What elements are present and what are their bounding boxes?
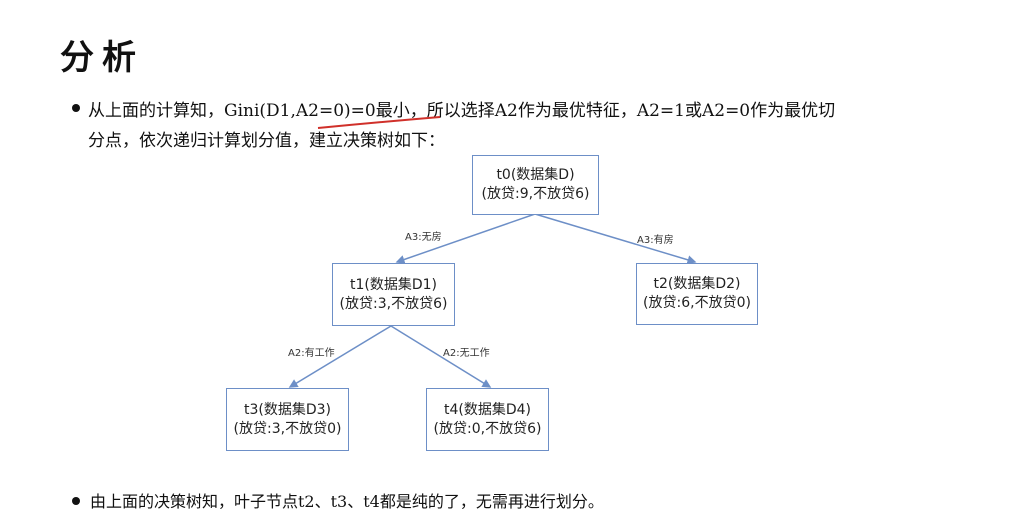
tree-node-t1: t1(数据集D1) (放贷:3,不放贷6) — [332, 263, 455, 326]
bullet-icon — [72, 104, 80, 112]
edge-label: A3:有房 — [637, 235, 674, 246]
node-name: t2(数据集D2) — [653, 276, 741, 292]
node-counts: (放贷:0,不放贷6) — [433, 420, 542, 437]
bullet-icon — [72, 497, 80, 505]
edge-label: A2:有工作 — [288, 348, 335, 359]
tree-node-t4: t4(数据集D4) (放贷:0,不放贷6) — [426, 388, 549, 451]
edge-label: A3:无房 — [405, 232, 442, 243]
tree-node-t0: t0(数据集D) (放贷:9,不放贷6) — [472, 155, 599, 215]
bullet-text-1: 从上面的计算知，Gini(D1,A2=0)=0最小，所以选择A2作为最优特征，A… — [88, 101, 836, 121]
bullet-text-1-cont: 分点，依次递归计算划分值，建立决策树如下： — [88, 131, 445, 151]
node-counts: (放贷:6,不放贷0) — [643, 295, 751, 311]
node-counts: (放贷:3,不放贷6) — [339, 295, 448, 312]
tree-node-t3: t3(数据集D3) (放贷:3,不放贷0) — [226, 388, 349, 451]
node-counts: (放贷:9,不放贷6) — [481, 186, 590, 202]
edge-t0-t2 — [534, 213, 697, 265]
bullet-text-2: 由上面的决策树知，叶子节点t2、t3、t4都是纯的了，无需再进行划分。 — [90, 492, 604, 511]
red-underline — [317, 116, 441, 129]
node-name: t0(数据集D) — [496, 167, 575, 183]
edge-t0-t1 — [395, 213, 536, 264]
edge-t1-t3 — [288, 325, 392, 388]
page-title: 分析 — [60, 38, 144, 78]
node-name: t4(数据集D4) — [443, 401, 531, 418]
node-name: t1(数据集D1) — [349, 276, 437, 293]
edge-t1-t4 — [390, 325, 492, 388]
node-counts: (放贷:3,不放贷0) — [233, 420, 342, 437]
node-name: t3(数据集D3) — [243, 401, 331, 418]
tree-node-t2: t2(数据集D2) (放贷:6,不放贷0) — [636, 263, 758, 325]
edge-label: A2:无工作 — [443, 348, 490, 359]
